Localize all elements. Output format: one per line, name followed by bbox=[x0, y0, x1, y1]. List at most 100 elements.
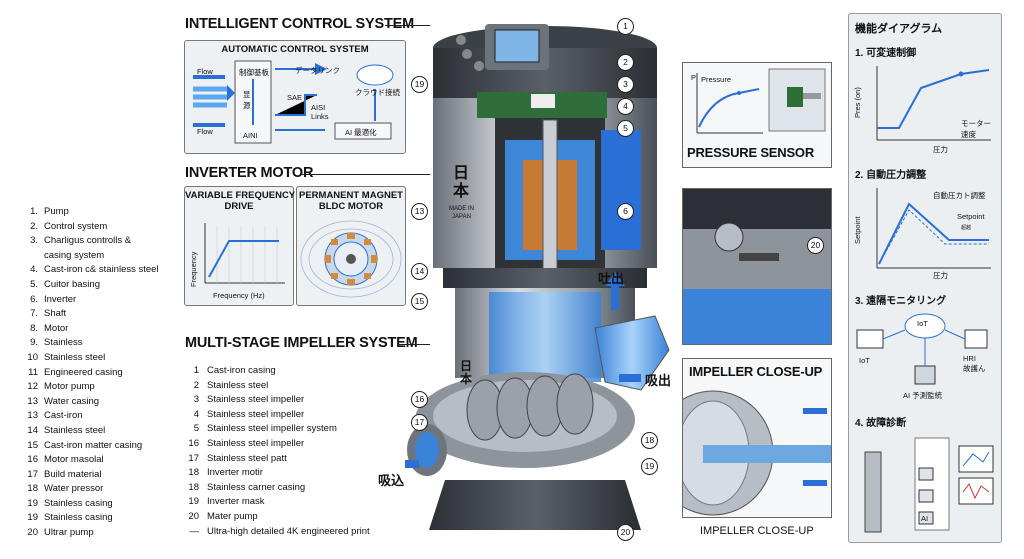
legend-text: Motor masolal bbox=[44, 454, 104, 466]
heading-intelligent-control: INTELLIGENT CONTROL SYSTEM bbox=[185, 16, 414, 32]
legend-text: Water pressor bbox=[44, 483, 104, 495]
legend-text: Stainless steel impeller bbox=[207, 394, 305, 406]
legend-text: Mater pump bbox=[207, 510, 258, 522]
legend-text: Inverter mask bbox=[207, 496, 265, 508]
legend-text: Stainless bbox=[44, 337, 83, 349]
vfd-ylabel: Frequency bbox=[189, 251, 198, 287]
legend-text: Pump bbox=[44, 206, 69, 217]
legend-item: 7.Shaft bbox=[22, 307, 182, 322]
legend-item: 3. Charligus controlls & casing system bbox=[22, 234, 182, 263]
legend-text: Motor pump bbox=[44, 381, 95, 393]
legend-number: 5 bbox=[193, 423, 199, 435]
callout-6: 6 bbox=[617, 203, 634, 220]
legend-number: 13 bbox=[27, 410, 38, 422]
callout-2: 2 bbox=[617, 54, 634, 71]
legend-text: Stainless carner casing bbox=[207, 481, 306, 493]
legend-number: 1. bbox=[30, 206, 38, 217]
callout-19-bottom: 19 bbox=[641, 458, 658, 475]
control-board-label: 制御基板 bbox=[239, 68, 269, 77]
legend-text: Inverter motir bbox=[207, 467, 263, 479]
legend-text: Water casing bbox=[44, 395, 100, 407]
legend-text: Stainless steel bbox=[44, 424, 106, 436]
legend-number: 7. bbox=[30, 308, 38, 320]
callout-15: 15 bbox=[411, 293, 428, 310]
pressure-axis-p: P bbox=[691, 73, 697, 82]
callout-18: 18 bbox=[641, 432, 658, 449]
flow-label-1: Flow bbox=[197, 67, 213, 76]
legend-number: 11 bbox=[28, 366, 38, 378]
legend-number: 2 bbox=[193, 379, 199, 391]
callout-5: 5 bbox=[617, 120, 634, 137]
legend-text: Control system bbox=[44, 220, 108, 232]
callout-17: 17 bbox=[411, 414, 428, 431]
legend-text: Charligus controlls & casing system bbox=[44, 235, 132, 261]
legend-text: Ultra-high detailed 4K engineered print bbox=[207, 525, 370, 537]
legend-number: 3. bbox=[30, 235, 38, 247]
section-4-title: 4. 故障診断 bbox=[855, 418, 907, 429]
section-2-setpoint: Setpoint bbox=[957, 212, 985, 221]
legend-text: Cast-iron matter casing bbox=[44, 439, 143, 451]
legend-text: Cuitor basing bbox=[44, 278, 100, 290]
legend-number: 17 bbox=[27, 468, 38, 480]
legend-text: Stainless casing bbox=[44, 497, 113, 509]
sae-label: SAE bbox=[287, 93, 303, 102]
impeller-closeup-caption: IMPELLER CLOSE-UP bbox=[700, 525, 814, 537]
pressure-chart bbox=[696, 68, 826, 134]
callout-19-top: 19 bbox=[411, 76, 428, 93]
legend-text: Cast-iron bbox=[44, 410, 83, 422]
legend-item: 5 Stainless steel impeller system bbox=[185, 422, 385, 437]
flow-label-2: Flow bbox=[197, 127, 213, 136]
vfd-xlabel: Frequency (Hz) bbox=[213, 291, 265, 300]
callout-14: 14 bbox=[411, 263, 428, 280]
callout-4: 4 bbox=[617, 98, 634, 115]
legend-number: 18 bbox=[188, 467, 199, 479]
callout-3: 3 bbox=[617, 76, 634, 93]
legend-item: 8.Motor bbox=[22, 322, 182, 337]
legend-number: 18 bbox=[188, 481, 199, 493]
legend-number: 5. bbox=[30, 278, 38, 290]
section-2-note: 自動圧カト調整 bbox=[933, 191, 986, 200]
legend-number: 9. bbox=[30, 337, 38, 349]
callout-20-bottom: 20 bbox=[617, 524, 634, 541]
legend-item: 13 Cast-iron bbox=[22, 409, 182, 424]
legend-text: Stainless steel bbox=[207, 379, 269, 391]
legend-number: 18 bbox=[27, 483, 38, 495]
section-3-title: 3. 遠隔モニタリング bbox=[855, 296, 947, 307]
kanji-label-2: 日 本 bbox=[460, 359, 473, 386]
section-3-iot-left: IoT bbox=[859, 356, 870, 365]
vfd-panel: VARIABLE FREQUENCY DRIVE Frequency Frequ… bbox=[184, 186, 295, 306]
legend-text: Cast-iron c& stainless steel bbox=[44, 264, 159, 276]
legend-text: Stainless casing bbox=[44, 512, 113, 524]
section-2-small: 超越 bbox=[961, 225, 972, 231]
function-diagram-panel: 機能ダイアグラム 1. 可変速制御 Pres (on) 圧力 モーター 速度 2… bbox=[848, 13, 1002, 543]
heading-impeller-closeup: IMPELLER CLOSE-UP bbox=[689, 364, 823, 379]
legend-number: 4. bbox=[30, 264, 38, 276]
legend-item: 18 Water pressor bbox=[22, 482, 182, 497]
heading-pressure-sensor: PRESSURE SENSOR bbox=[687, 145, 815, 160]
section-3-iot-cloud: IoT bbox=[917, 319, 928, 328]
legend-number: 20 bbox=[188, 510, 199, 522]
discharge-label: 吸出 bbox=[645, 373, 672, 388]
heading-inverter-motor: INVERTER MOTOR bbox=[185, 165, 314, 181]
section-1-ylabel: Pres (on) bbox=[853, 87, 862, 118]
legend-item: 6.Inverter bbox=[22, 293, 182, 308]
left-legend: 1. Pump 2. Control system 3. Charligus contro… bbox=[22, 205, 182, 541]
legend-item: 5. Cuitor basing bbox=[22, 278, 182, 293]
vertical-label: 显 源 bbox=[243, 90, 251, 110]
callout-13: 13 bbox=[411, 203, 428, 220]
leader-line bbox=[385, 25, 430, 26]
legend-number: 2. bbox=[30, 220, 38, 232]
aini-label: AINI bbox=[243, 131, 258, 140]
legend-number: 20 bbox=[27, 527, 38, 539]
legend-text: Stainless steel impeller system bbox=[207, 423, 337, 435]
